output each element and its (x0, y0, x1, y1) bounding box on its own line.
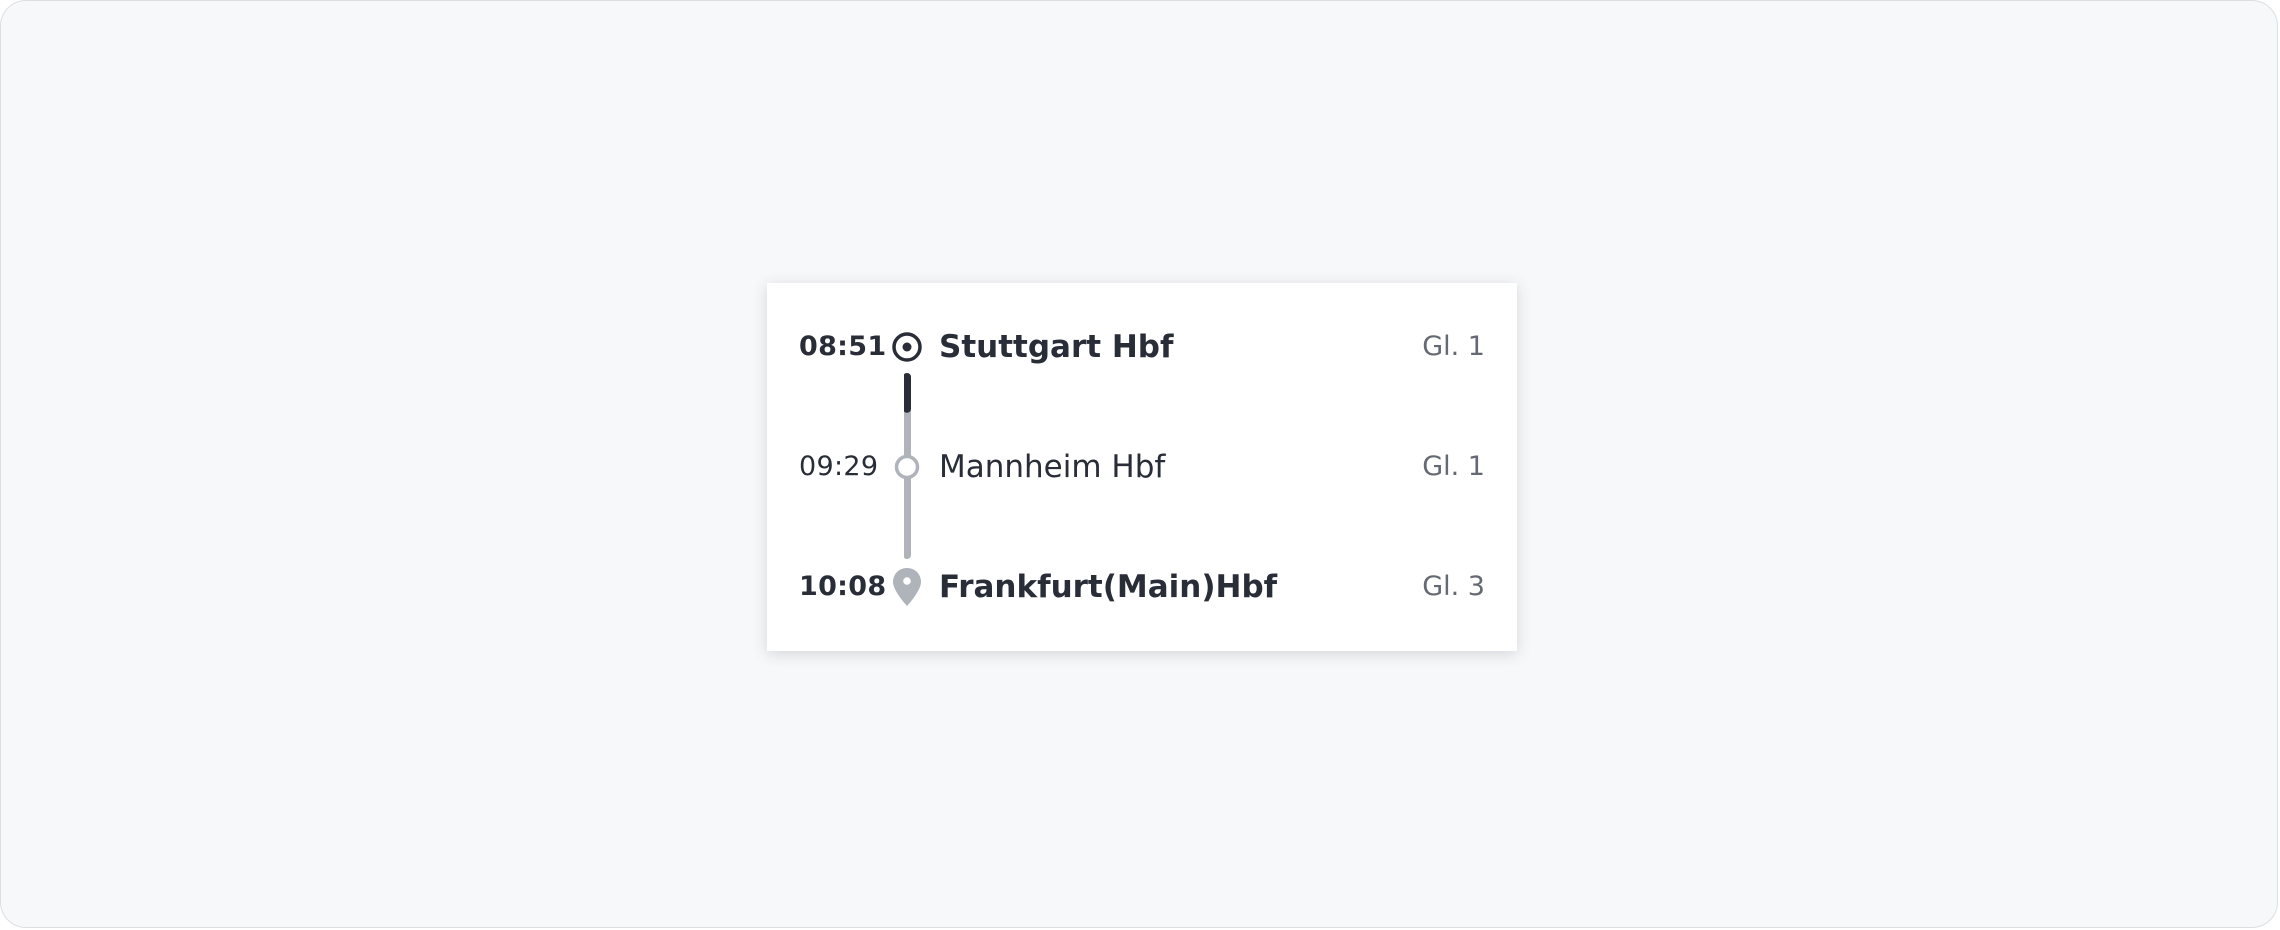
stop-time: 09:29 (799, 451, 879, 482)
journey-card[interactable]: 08:51 Stuttgart Hbf Gl. 1 09:29 Mannheim… (767, 283, 1517, 651)
station-name: Stuttgart Hbf (939, 329, 1174, 365)
track-label: Gl. 1 (1422, 451, 1485, 482)
origin-target-icon (887, 317, 953, 377)
stop-row-intermediate[interactable]: 09:29 Mannheim Hbf Gl. 1 (767, 437, 1517, 497)
track-label: Gl. 3 (1422, 571, 1485, 602)
intermediate-stop-icon (887, 437, 953, 497)
station-name: Frankfurt(Main)Hbf (939, 569, 1278, 605)
departure-time: 08:51 (799, 331, 887, 362)
stop-row-origin[interactable]: 08:51 Stuttgart Hbf Gl. 1 (767, 317, 1517, 377)
arrival-time: 10:08 (799, 571, 887, 602)
destination-pin-icon (887, 557, 953, 617)
stop-row-destination[interactable]: 10:08 Frankfurt(Main)Hbf Gl. 3 (767, 557, 1517, 617)
station-name: Mannheim Hbf (939, 449, 1166, 485)
track-label: Gl. 1 (1422, 331, 1485, 362)
